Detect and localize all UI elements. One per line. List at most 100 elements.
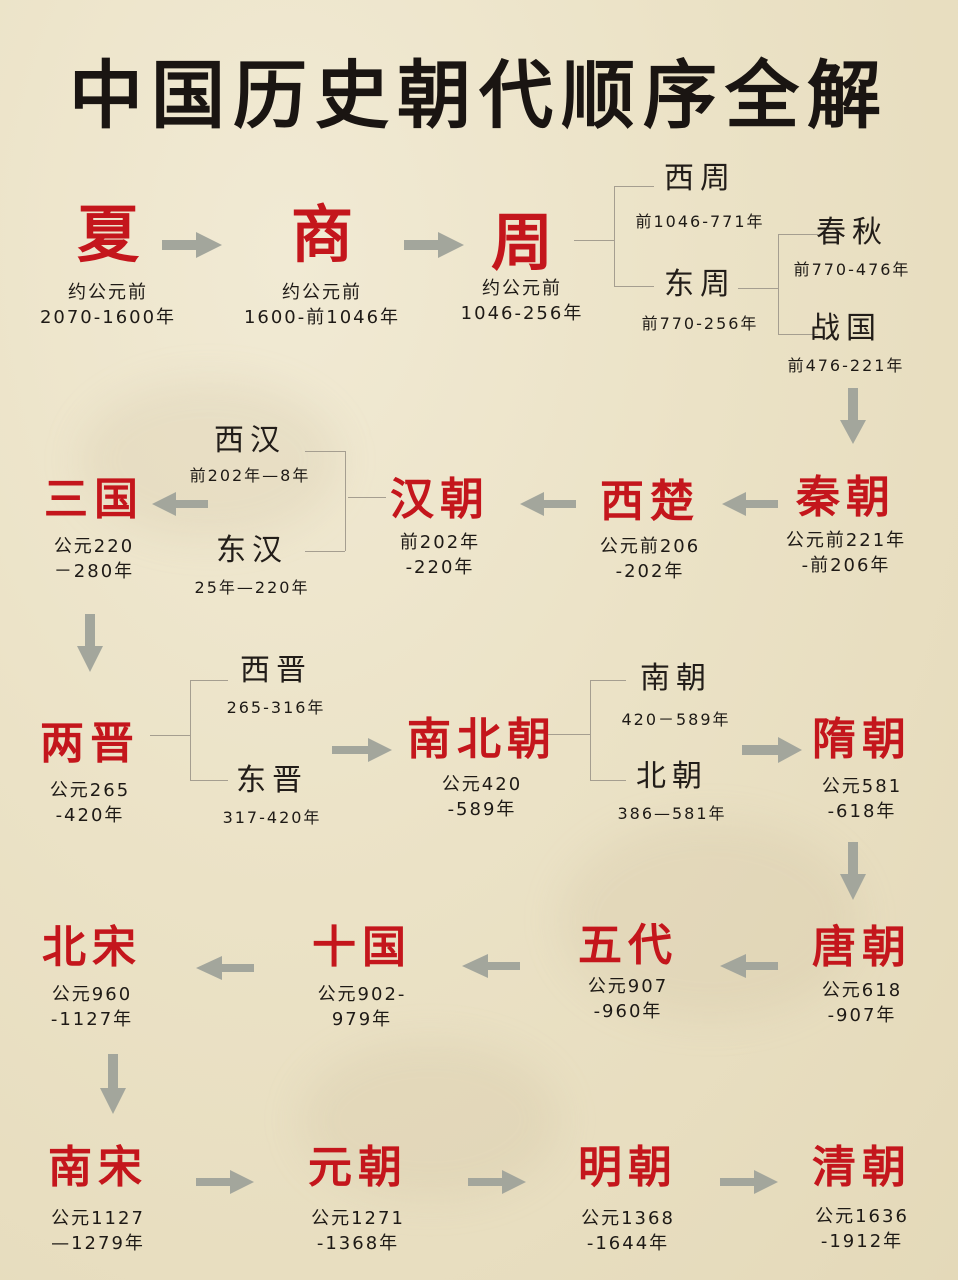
dynasty-dates: 公元1368 -1644年 <box>581 1208 675 1254</box>
dynasty-ming: 明朝 公元1368 -1644年 <box>578 1146 678 1256</box>
dynasty-dates: 公元265 -420年 <box>49 780 131 826</box>
dynasty-dates: 约公元前 1046-256年 <box>460 278 584 324</box>
paper-stain <box>80 380 340 540</box>
sub-period-dongzhou: 东周 前770-256年 <box>641 267 759 334</box>
dynasty-dates: 公元1127 —1279年 <box>51 1208 145 1254</box>
connector-line <box>574 240 614 241</box>
dynasty-name: 南宋 <box>48 1142 148 1193</box>
dynasty-sanguo: 三国 公元220 －280年 <box>44 478 144 584</box>
dynasty-nansong: 南宋 公元1127 —1279年 <box>48 1146 148 1256</box>
dynasty-name: 三国 <box>44 474 144 525</box>
dynasty-dates: 公元960 -1127年 <box>50 984 134 1030</box>
sub-period-xizhou: 西周 前1046-771年 <box>635 161 765 232</box>
dynasty-tang: 唐朝 公元618 -907年 <box>812 926 912 1028</box>
dynasty-dates: 公元1636 -1912年 <box>815 1206 909 1252</box>
dynasty-dates: 约公元前 1600-前1046年 <box>243 282 401 328</box>
dynasty-dates: 公元前221年 -前206年 <box>785 530 907 576</box>
dynasty-sui: 隋朝 公元581 -618年 <box>812 718 912 824</box>
connector-line <box>190 680 191 780</box>
arrow-down-icon <box>840 388 866 444</box>
sub-period-donghan: 东汉 25年—220年 <box>194 533 310 598</box>
connector-line <box>614 186 654 187</box>
connector-line <box>614 186 615 286</box>
connector-line <box>590 680 626 681</box>
dynasty-name: 清朝 <box>812 1142 912 1193</box>
dynasty-name: 北宋 <box>42 922 142 973</box>
arrow-left-icon <box>722 492 778 516</box>
arrow-down-icon <box>100 1054 126 1114</box>
dynasty-name: 十国 <box>312 922 412 973</box>
connector-line <box>345 451 346 551</box>
dynasty-qing: 清朝 公元1636 -1912年 <box>812 1146 912 1254</box>
arrow-down-icon <box>840 842 866 900</box>
connector-line <box>190 780 228 781</box>
dynasty-shang: 商 约公元前 1600-前1046年 <box>244 204 400 330</box>
paper-stain <box>300 1040 560 1200</box>
arrow-right-icon <box>468 1170 526 1194</box>
paper-stain <box>560 820 860 1020</box>
dynasty-nanbeichao: 南北朝 公元420 -589年 <box>407 718 557 822</box>
dynasty-dates: 公元1271 -1368年 <box>311 1208 405 1254</box>
arrow-left-icon <box>152 492 208 516</box>
connector-line <box>190 680 228 681</box>
dynasty-name: 南北朝 <box>407 714 557 765</box>
dynasty-dates: 公元420 -589年 <box>441 774 523 820</box>
sub-period-xijin: 西晋 265-316年 <box>226 653 326 718</box>
dynasty-dates: 公元220 －280年 <box>53 536 135 582</box>
sub-period-nanchao: 南朝 420－589年 <box>621 661 731 730</box>
dynasty-name: 明朝 <box>578 1142 678 1193</box>
arrow-down-icon <box>77 614 103 672</box>
dynasty-name: 五代 <box>578 920 678 971</box>
sub-period-zhanguo: 战国 前476-221年 <box>787 311 905 376</box>
dynasty-xichu: 西楚 公元前206 -202年 <box>600 480 700 584</box>
dynasty-name: 周 <box>490 206 554 279</box>
dynasty-name: 两晋 <box>40 718 140 769</box>
dynasty-dates: 公元907 -960年 <box>587 976 669 1022</box>
dynasty-dates: 公元902- 979年 <box>317 984 407 1030</box>
connector-line <box>778 234 818 235</box>
dynasty-qin: 秦朝 公元前221年 -前206年 <box>786 476 906 578</box>
dynasty-name: 商 <box>290 198 353 271</box>
dynasty-han: 汉朝 前202年 -220年 <box>390 478 490 580</box>
arrow-right-icon <box>196 1170 254 1194</box>
connector-line <box>305 451 345 452</box>
dynasty-liangjin: 两晋 公元265 -420年 <box>40 722 140 828</box>
dynasty-name: 西楚 <box>599 476 700 527</box>
dynasty-dates: 公元前206 -202年 <box>599 536 701 582</box>
dynasty-name: 唐朝 <box>812 922 912 973</box>
arrow-left-icon <box>720 954 778 978</box>
dynasty-dates: 公元618 -907年 <box>821 980 903 1026</box>
connector-line <box>590 780 626 781</box>
sub-period-xihan: 西汉 前202年—8年 <box>189 423 311 486</box>
connector-line <box>590 680 591 780</box>
connector-line <box>305 551 345 552</box>
dynasty-zhou: 周 约公元前 1046-256年 <box>461 212 584 326</box>
sub-period-chunqiu: 春秋 前770-476年 <box>793 215 911 280</box>
arrow-left-icon <box>462 954 520 978</box>
dynasty-dates: 约公元前 2070-1600年 <box>39 282 177 328</box>
dynasty-shiguo: 十国 公元902- 979年 <box>312 926 412 1032</box>
connector-line <box>150 735 190 736</box>
dynasty-yuan: 元朝 公元1271 -1368年 <box>308 1146 408 1256</box>
connector-line <box>738 288 778 289</box>
sub-period-dongjin: 东晋 317-420年 <box>222 763 322 828</box>
dynasty-beisong: 北宋 公元960 -1127年 <box>42 926 142 1032</box>
arrow-right-icon <box>404 232 464 258</box>
dynasty-name: 秦朝 <box>795 472 896 523</box>
page-title: 中国历史朝代顺序全解 <box>69 53 889 139</box>
connector-line <box>778 234 779 334</box>
arrow-right-icon <box>162 232 222 258</box>
dynasty-name: 夏 <box>76 198 139 271</box>
dynasty-name: 汉朝 <box>390 474 490 525</box>
dynasty-name: 隋朝 <box>812 714 912 765</box>
dynasty-name: 元朝 <box>308 1142 408 1193</box>
connector-line <box>614 286 654 287</box>
arrow-right-icon <box>742 737 802 763</box>
connector-line <box>348 497 386 498</box>
dynasty-dates: 公元581 -618年 <box>821 776 903 822</box>
arrow-left-icon <box>520 492 576 516</box>
dynasty-xia: 夏 约公元前 2070-1600年 <box>40 204 176 330</box>
dynasty-dates: 前202年 -220年 <box>399 532 481 578</box>
arrow-left-icon <box>196 956 254 980</box>
dynasty-wudai: 五代 公元907 -960年 <box>578 924 678 1024</box>
